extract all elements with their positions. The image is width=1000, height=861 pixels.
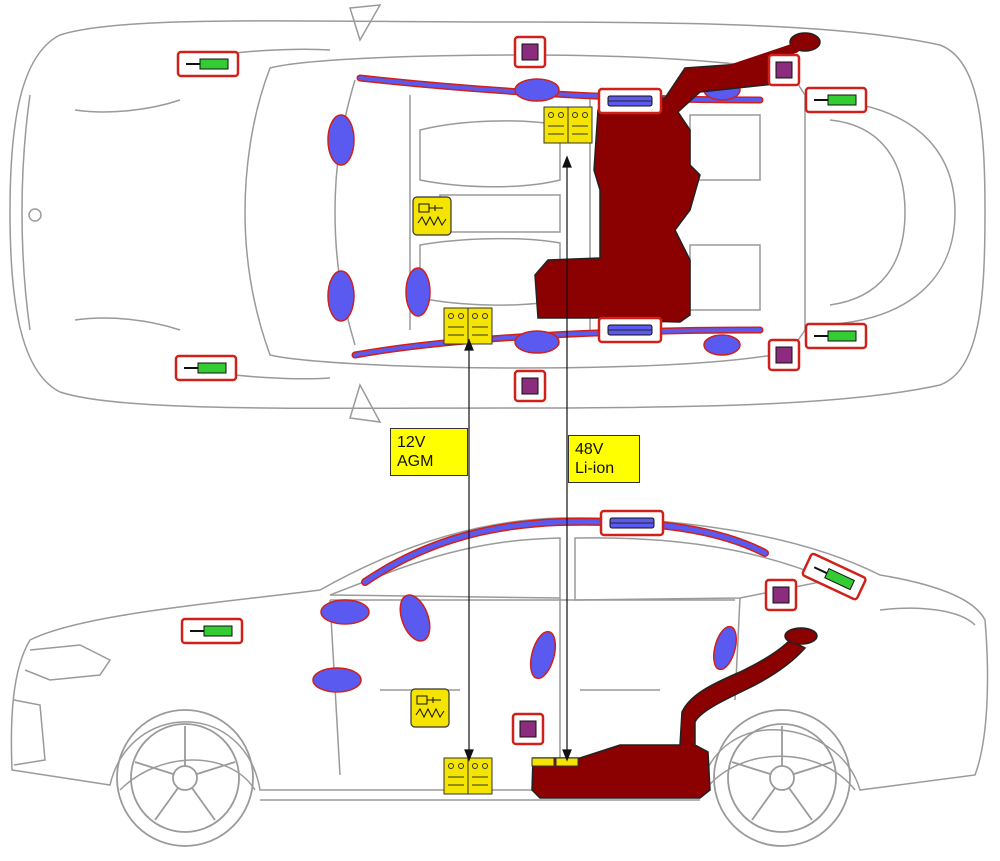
crash-sensor-icon	[511, 712, 545, 746]
battery-icon	[443, 757, 469, 795]
front-wheel-icon	[116, 709, 254, 847]
airbag-icon	[312, 594, 737, 693]
fuel-tank-icon	[531, 639, 807, 799]
battery-icon	[443, 307, 469, 345]
battery-icon	[467, 307, 493, 345]
battery-icon	[567, 106, 593, 144]
fuel-filler-icon	[784, 627, 818, 645]
top-view-car-outline	[9, 4, 986, 423]
crash-sensor-icon	[767, 338, 801, 372]
crash-sensor-icon	[767, 53, 801, 87]
gas-spring-icon	[804, 86, 868, 114]
battery-12v-label: 12V AGM	[390, 428, 468, 476]
gas-spring-icon	[800, 551, 868, 602]
gas-spring-icon	[180, 617, 244, 645]
battery-48v-voltage: 48V	[575, 441, 604, 458]
battery-48v-type: Li-ion	[575, 460, 615, 477]
battery-12v-type: AGM	[397, 453, 434, 470]
battery-48v-label: 48V Li-ion	[568, 435, 640, 483]
battery-icon	[543, 106, 569, 144]
battery-connector-line	[464, 155, 572, 762]
airbag-control-unit-icon	[410, 688, 450, 728]
pretensioner-icon	[597, 316, 663, 344]
airbag-icon	[327, 78, 741, 356]
crash-sensor-icon	[513, 35, 547, 69]
crash-sensor-icon	[764, 578, 798, 612]
side-view-car-outline	[10, 517, 989, 801]
curtain-airbag-icon	[362, 519, 768, 585]
rear-wheel-icon	[713, 709, 851, 847]
crash-sensor-icon	[513, 369, 547, 403]
gas-spring-icon	[174, 354, 238, 382]
airbag-control-unit-icon	[412, 196, 452, 236]
battery-12v-voltage: 12V	[397, 434, 426, 451]
battery-icon	[467, 757, 493, 795]
pretensioner-icon	[597, 87, 663, 115]
gas-spring-icon	[176, 50, 240, 78]
gas-spring-icon	[804, 322, 868, 350]
pretensioner-icon	[599, 509, 665, 537]
